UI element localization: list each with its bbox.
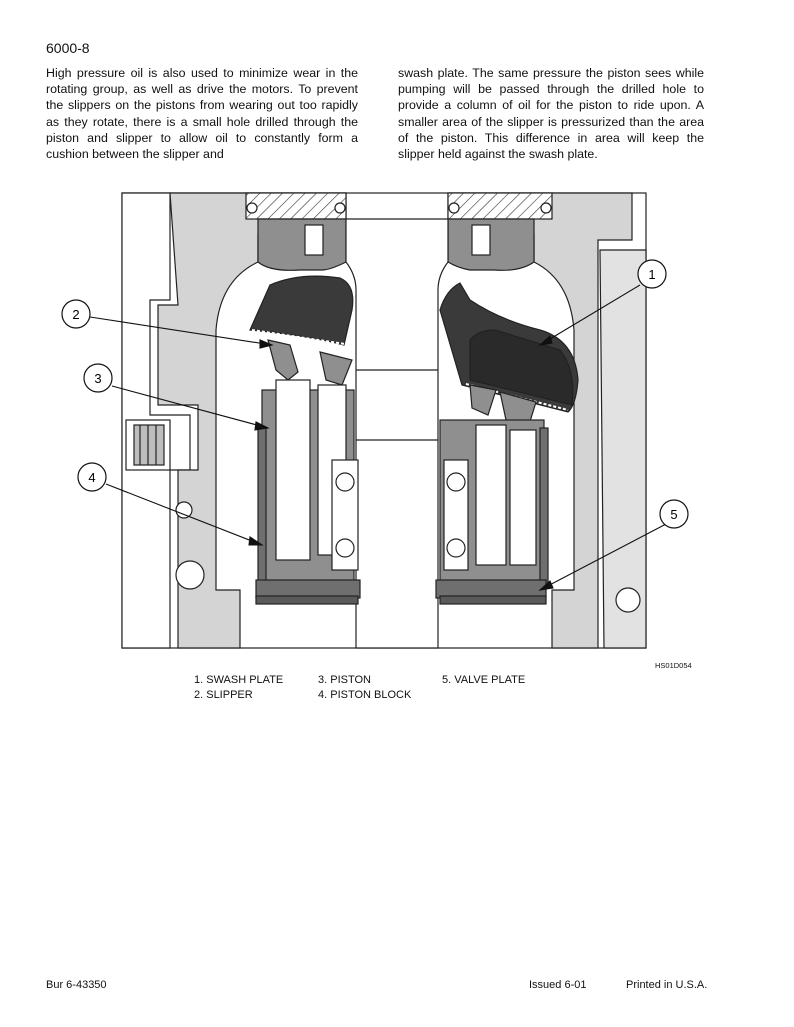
valve-plate-part bbox=[255, 595, 547, 605]
callout-1: 1 bbox=[637, 259, 667, 289]
callout-5: 5 bbox=[659, 499, 689, 529]
body-column-left: High pressure oil is also used to minimi… bbox=[46, 65, 358, 162]
shaft-bearing bbox=[331, 459, 469, 571]
callout-3: 3 bbox=[83, 363, 113, 393]
legend-item: 3. PISTON bbox=[318, 674, 371, 686]
body-paragraph-left: High pressure oil is also used to minimi… bbox=[46, 66, 358, 162]
bearing-housing bbox=[257, 218, 535, 271]
footer-doc-number: Bur 6-43350 bbox=[46, 979, 107, 991]
side-port bbox=[125, 419, 641, 613]
body-paragraph-right: swash plate. The same pressure the pisto… bbox=[398, 66, 704, 162]
figure-code: HS01D054 bbox=[655, 661, 692, 670]
legend-item: 1. SWASH PLATE bbox=[194, 674, 284, 686]
body-column-right: swash plate. The same pressure the pisto… bbox=[398, 65, 704, 162]
callout-label: 2 bbox=[72, 307, 79, 322]
footer-issued: Issued 6-01 bbox=[529, 979, 587, 991]
callout-2: 2 bbox=[61, 299, 91, 329]
page-number: 6000-8 bbox=[46, 40, 90, 56]
callout-label: 5 bbox=[670, 507, 677, 522]
callout-label: 4 bbox=[88, 470, 95, 485]
callout-label: 1 bbox=[648, 267, 655, 282]
piston-assembly-left bbox=[255, 339, 361, 599]
legend-item: 2. SLIPPER bbox=[194, 689, 253, 701]
legend-item: 5. VALVE PLATE bbox=[442, 674, 526, 686]
callout-label: 3 bbox=[94, 371, 101, 386]
callout-4: 4 bbox=[77, 462, 107, 492]
legend-item: 4. PISTON BLOCK bbox=[318, 689, 412, 701]
drive-shaft bbox=[345, 218, 449, 649]
swash-plate-left bbox=[249, 275, 354, 346]
footer-printed: Printed in U.S.A. bbox=[626, 979, 708, 991]
seal-retainer bbox=[245, 192, 553, 220]
callout-leaders bbox=[89, 284, 669, 591]
